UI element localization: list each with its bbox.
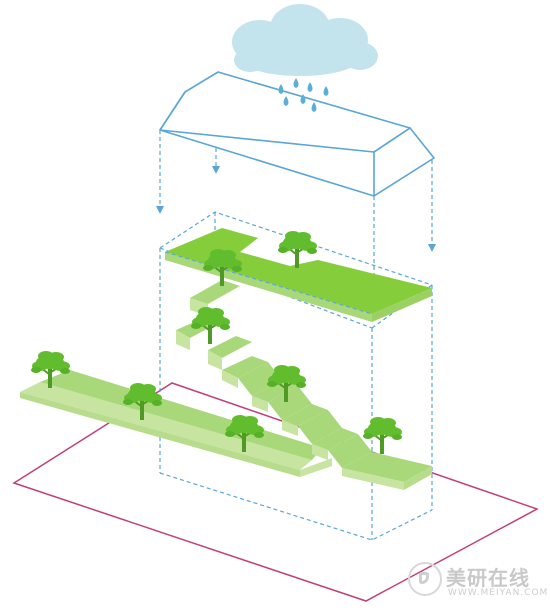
watermark-url: WWW.MEIYAN.COM <box>448 588 549 598</box>
watermark-name: 美研在线 <box>446 566 530 590</box>
raindrop-icon <box>278 78 329 112</box>
ground-walkway <box>20 370 332 477</box>
watermark: 美研在线 WWW.MEIYAN.COM <box>408 560 547 604</box>
roof-drop-lines <box>159 130 433 280</box>
tree-icon <box>190 306 231 345</box>
cloud-icon <box>232 4 378 76</box>
deck-edge-line <box>164 251 373 315</box>
roof-outline <box>159 71 435 197</box>
watermark-logo-icon <box>408 562 442 596</box>
